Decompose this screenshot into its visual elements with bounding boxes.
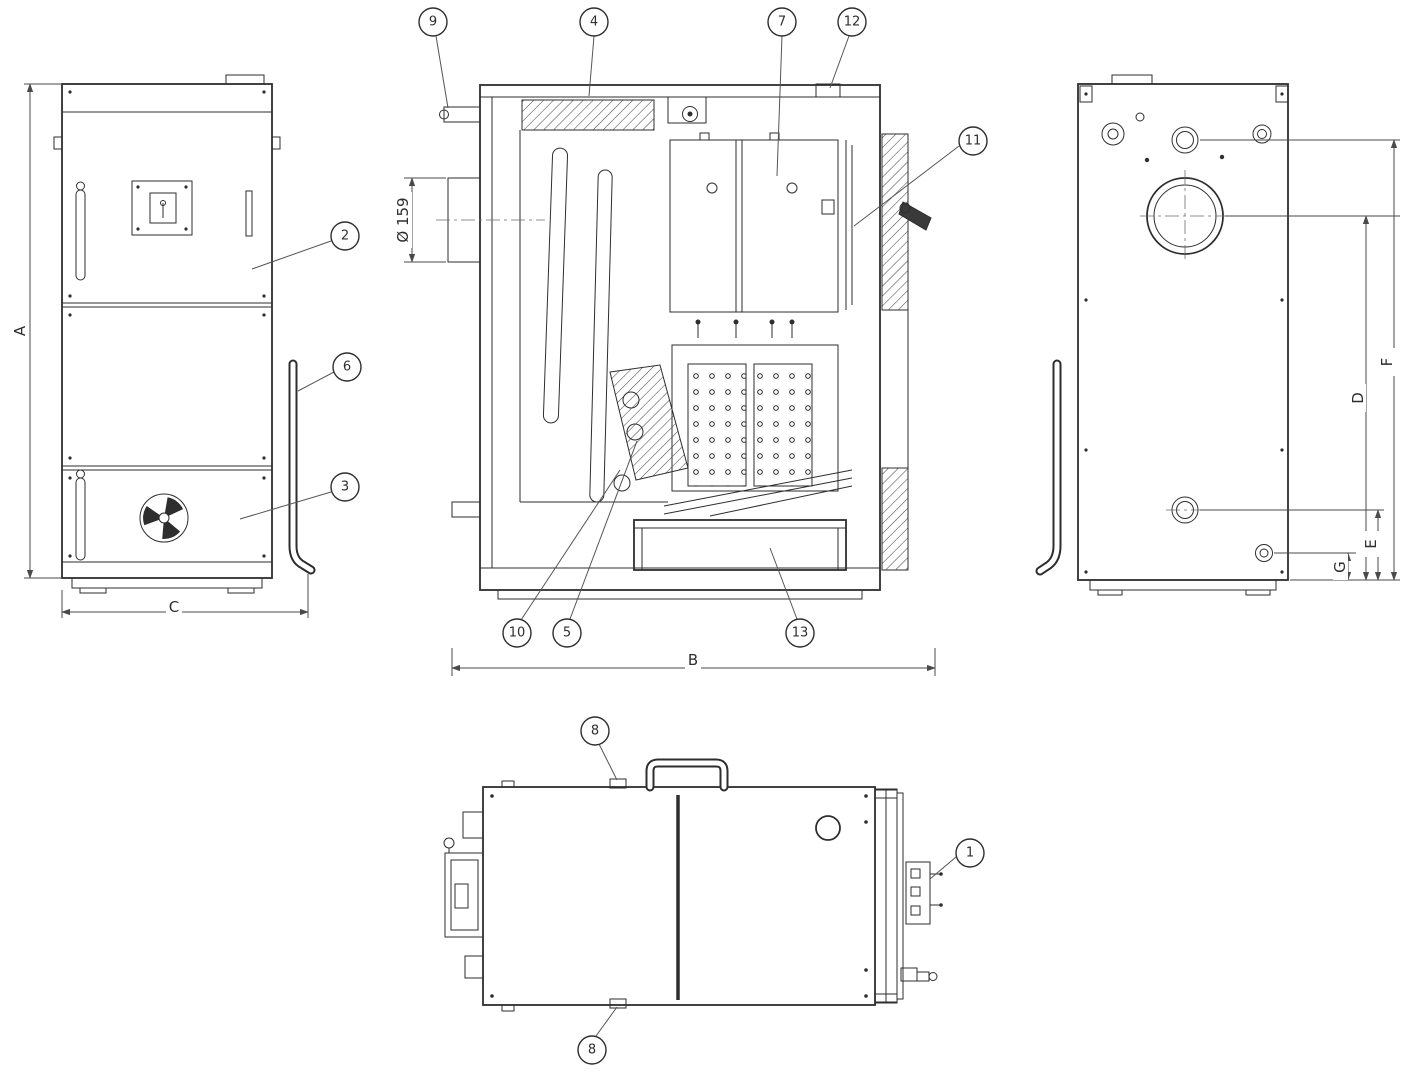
dim-label-e: E	[1362, 539, 1380, 548]
front-screws	[68, 90, 266, 558]
dimension-e: E	[1362, 509, 1382, 581]
front-top-tab	[225, 74, 265, 85]
stub-plan-bottom	[464, 955, 484, 979]
svg-text:13: 13	[792, 626, 809, 641]
dim-label-c: C	[169, 598, 179, 616]
flue-plan	[443, 837, 484, 938]
stub-plan-top	[462, 811, 484, 839]
callout-9: 9	[418, 7, 449, 109]
front-view: A C 2 6 3	[11, 74, 362, 618]
svg-text:12: 12	[844, 15, 861, 30]
svg-text:11: 11	[965, 134, 982, 149]
dimension-flue-diameter: Ø 159	[394, 177, 446, 263]
door-edge	[874, 788, 904, 1004]
svg-text:3: 3	[341, 480, 349, 495]
dimension-g: G	[1331, 552, 1352, 581]
svg-text:7: 7	[778, 15, 786, 30]
controller-bracket	[905, 861, 943, 925]
callout-13: 13	[769, 547, 815, 648]
svg-text:4: 4	[590, 15, 598, 30]
grate	[663, 469, 853, 517]
rear-view: F D E G	[1035, 74, 1400, 596]
exchanger-plate-2	[589, 169, 613, 503]
top-latch	[815, 83, 841, 98]
dimension-a: A	[11, 83, 62, 579]
section-view: Ø 159 B 9 4 7 12 11 10	[394, 7, 988, 676]
dimension-b: B	[451, 648, 936, 676]
fastener-top	[609, 778, 627, 789]
control-panel	[131, 180, 193, 236]
top-screws	[490, 794, 868, 998]
callout-10: 10	[502, 469, 621, 648]
retort-assembly	[609, 364, 689, 492]
dim-label-b: B	[688, 651, 698, 669]
combustion-chamber	[671, 344, 839, 492]
supply-port	[1101, 122, 1125, 146]
section-base	[497, 589, 863, 600]
callout-8-bottom: 8	[577, 1006, 618, 1065]
rear-outline	[1077, 83, 1289, 581]
air-rosette	[139, 493, 189, 543]
flue-outlet	[436, 177, 545, 263]
upper-door-handle	[75, 181, 86, 281]
door-insulation	[881, 133, 909, 571]
svg-text:8: 8	[588, 1043, 596, 1058]
dim-label-g: G	[1331, 561, 1349, 573]
top-view: 8 8 1	[443, 716, 985, 1065]
ash-pan	[633, 519, 847, 571]
fastener-bottom	[609, 998, 627, 1009]
callout-6: 6	[297, 352, 362, 392]
thermo-valve-stub	[439, 106, 481, 123]
lower-door-handle	[75, 469, 86, 561]
callout-5: 5	[552, 440, 638, 648]
front-base	[71, 577, 263, 589]
hanger-bolts	[695, 319, 795, 338]
dim-label-flue: Ø 159	[394, 197, 412, 242]
drain-port	[1255, 544, 1273, 562]
rear-base	[1089, 579, 1277, 591]
flue-damper	[667, 96, 707, 124]
callout-12: 12	[829, 7, 867, 89]
callout-2: 2	[251, 221, 360, 270]
dim-label-f: F	[1378, 358, 1396, 367]
dimension-c: C	[61, 574, 309, 618]
section-outline	[479, 84, 881, 591]
air-slot	[245, 190, 253, 237]
svg-text:10: 10	[509, 626, 526, 641]
top-port-plan	[815, 815, 841, 841]
dimension-d: D	[1349, 215, 1370, 581]
svg-text:6: 6	[343, 360, 351, 375]
svg-text:1: 1	[966, 846, 974, 861]
flue-collar	[1140, 170, 1232, 263]
svg-text:8: 8	[591, 724, 599, 739]
top-insulation	[521, 99, 655, 131]
lifting-handle	[645, 758, 729, 792]
rear-extension-lines	[1200, 139, 1400, 581]
svg-text:9: 9	[429, 15, 437, 30]
callout-11: 11	[853, 126, 988, 227]
return-pipe	[288, 359, 316, 575]
return-port	[1166, 496, 1204, 524]
exchanger-plate-1	[542, 147, 569, 424]
rear-return-pipe	[1035, 359, 1062, 576]
rear-screws	[1084, 92, 1284, 574]
callout-7: 7	[767, 7, 797, 177]
top-port	[1171, 126, 1199, 154]
fuel-chamber	[669, 132, 853, 313]
callout-1: 1	[929, 838, 985, 880]
sensor-well	[1135, 112, 1145, 122]
callout-3: 3	[239, 472, 360, 520]
door-handle-lever	[898, 201, 932, 231]
svg-text:2: 2	[341, 229, 349, 244]
dim-label-a: A	[11, 325, 29, 336]
dimension-f: F	[1378, 139, 1398, 581]
dim-label-d: D	[1349, 392, 1367, 404]
callout-4: 4	[579, 7, 609, 97]
safety-port	[1252, 124, 1272, 144]
svg-text:5: 5	[563, 626, 571, 641]
return-stub	[451, 501, 481, 518]
latch-bracket	[900, 967, 938, 982]
callout-8-top: 8	[580, 716, 618, 781]
